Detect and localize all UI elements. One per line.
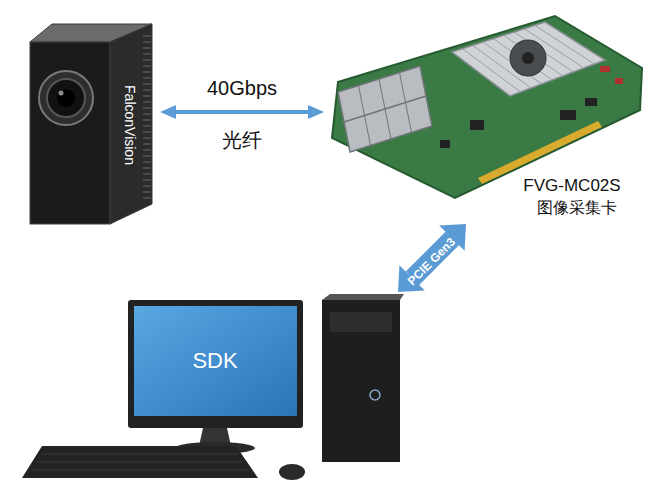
- fin: [143, 113, 151, 115]
- fin: [143, 179, 151, 181]
- fin: [143, 131, 151, 133]
- fin: [143, 185, 151, 187]
- component: [440, 140, 450, 148]
- camera-fins: [143, 36, 151, 198]
- lens-highlight: [59, 91, 64, 96]
- screen-label: SDK: [192, 348, 237, 373]
- monitor-screen: [134, 306, 297, 416]
- fin: [143, 197, 151, 199]
- fin: [143, 89, 151, 91]
- fin: [143, 47, 151, 49]
- keyboard: [22, 446, 258, 478]
- edge-label: 40Gbps: [207, 77, 277, 100]
- lens-barrel: [47, 79, 85, 117]
- key-row: [31, 470, 249, 471]
- medium-label: 光纤: [222, 129, 262, 152]
- fin: [143, 83, 151, 85]
- lens-glass: [57, 89, 75, 107]
- cage-divider: [359, 86, 371, 146]
- edge-label: PCIE Gen3: [404, 234, 460, 290]
- fan-hub: [522, 52, 534, 64]
- drive-bay: [330, 312, 392, 332]
- pcb-board: [332, 16, 642, 198]
- component: [560, 110, 576, 120]
- fin: [143, 77, 151, 79]
- sfp-cages: [338, 66, 432, 152]
- fin: [143, 95, 151, 97]
- bidirectional-arrow: [176, 110, 308, 114]
- monitor-bezel: [128, 300, 303, 428]
- fin: [143, 71, 151, 73]
- fan: [510, 40, 546, 76]
- brand-label: FalconVision: [122, 85, 138, 165]
- component: [600, 66, 610, 72]
- key-row: [36, 462, 243, 463]
- fin: [143, 65, 151, 67]
- camera-illustration: [30, 24, 152, 224]
- tower-top: [322, 294, 404, 300]
- gold-fingers: [478, 121, 602, 184]
- key-row: [41, 454, 238, 455]
- fin: [143, 107, 151, 109]
- fin: [143, 155, 151, 157]
- component: [470, 120, 484, 130]
- heatsink-fins: [462, 25, 594, 92]
- camera-front: [30, 42, 110, 224]
- fin: [143, 125, 151, 127]
- tower: [322, 300, 400, 462]
- fin: [143, 161, 151, 163]
- fin: [143, 59, 151, 61]
- fin: [143, 35, 151, 37]
- fin: [143, 167, 151, 169]
- computer: SDK: [20, 296, 404, 482]
- fin: [493, 39, 552, 80]
- fin: [143, 53, 151, 55]
- lens-ring: [39, 71, 93, 125]
- fin: [143, 101, 151, 103]
- fin: [143, 191, 151, 193]
- fin: [143, 173, 151, 175]
- card-illustration: [332, 16, 642, 198]
- power-button: [370, 390, 380, 400]
- component: [585, 98, 597, 106]
- fin: [504, 35, 563, 76]
- fin: [143, 143, 151, 145]
- camera: FalconVision: [28, 22, 154, 226]
- keyboard-keys: [31, 454, 249, 470]
- component: [615, 78, 623, 84]
- cage-divider: [400, 73, 412, 133]
- device-label: 图像采集卡: [537, 199, 617, 217]
- fin: [143, 41, 151, 43]
- camera-side: [110, 24, 152, 224]
- computer-illustration: [22, 294, 404, 480]
- heatsink: [452, 22, 605, 96]
- model-label: FVG-MC02S: [523, 176, 620, 196]
- fin: [143, 119, 151, 121]
- fin: [143, 137, 151, 139]
- fin: [143, 149, 151, 151]
- capture-card: FVG-MC02S 图像采集卡: [330, 14, 644, 220]
- mouse: [279, 464, 305, 480]
- cage-divider: [379, 79, 391, 139]
